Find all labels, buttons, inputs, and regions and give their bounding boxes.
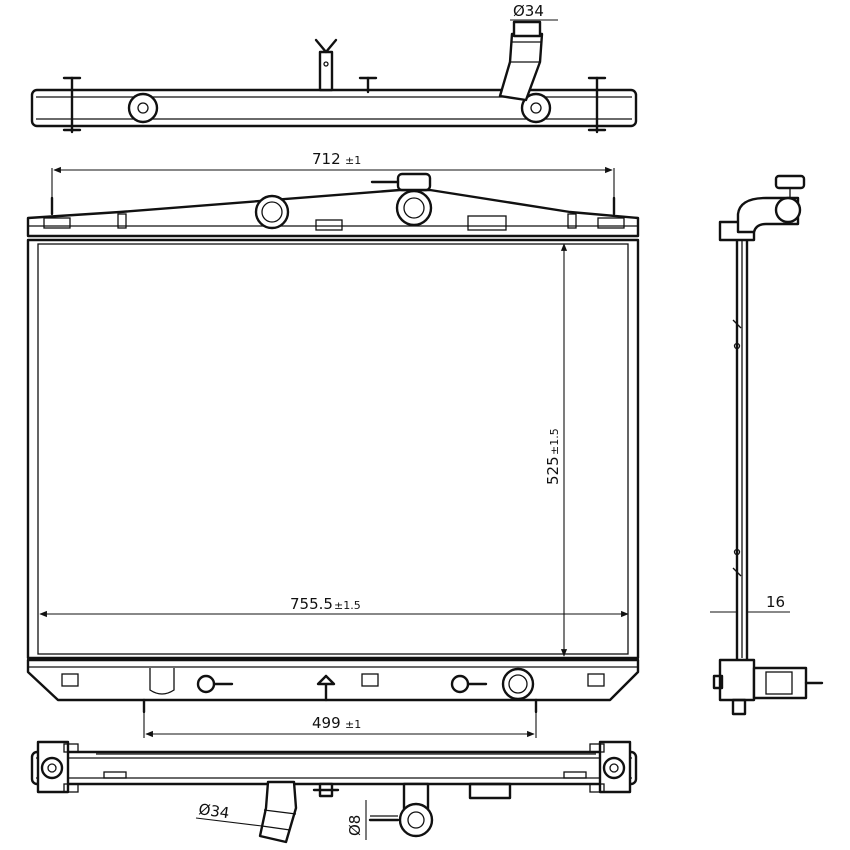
- mount-spacing-tolerance: ±1: [345, 718, 361, 731]
- width-top-tolerance: ±1: [345, 154, 361, 167]
- top-bracket-mid: [358, 76, 378, 94]
- dimension-bottom-diameter: Ø34: [195, 800, 263, 827]
- dimension-drain-diameter: Ø8: [346, 800, 367, 840]
- bottom-center-mount: [316, 674, 336, 702]
- top-view: Ø34: [30, 2, 638, 134]
- pipe-top-diameter-label: Ø34: [513, 2, 544, 20]
- pipe-bottom-diameter-label: Ø34: [197, 800, 230, 822]
- top-grommet-left: [127, 92, 159, 124]
- width-core-tolerance: ±1.5: [334, 599, 361, 612]
- bottom-end-mount-left: [36, 740, 79, 794]
- top-grommet-right: [520, 92, 552, 124]
- outlet-pipe-front: [501, 667, 535, 701]
- side-bottom-pipe: [752, 666, 824, 700]
- side-view: [712, 174, 824, 716]
- dimension-525: 525 ±1.5: [544, 243, 568, 657]
- dimension-755-5: 755.5 ±1.5: [39, 595, 629, 618]
- width-core-value: 755.5: [290, 595, 333, 613]
- top-cap-stem: [314, 38, 338, 92]
- top-inlet-pipe: [498, 20, 544, 102]
- side-top-pipe: [736, 174, 806, 234]
- depth-value: 16: [766, 593, 785, 611]
- dimension-499: 499 ±1: [143, 712, 537, 738]
- filler-cap: [254, 172, 433, 230]
- mount-spacing-value: 499: [312, 714, 341, 732]
- top-bracket-right: [587, 76, 607, 134]
- drain-plug: [196, 674, 488, 694]
- bottom-center-stud: [312, 782, 340, 798]
- front-view: [26, 172, 640, 714]
- dimension-712: 712 ±1: [51, 150, 615, 198]
- bottom-outlet-pipe: [258, 780, 298, 844]
- top-bracket-left: [62, 76, 82, 134]
- width-top-value: 712: [312, 150, 341, 168]
- bottom-end-mount-right: [589, 740, 632, 794]
- bottom-drain-boss: [368, 782, 434, 838]
- bottom-view: [30, 740, 638, 844]
- drain-diameter-label: Ø8: [346, 815, 364, 836]
- dimension-16: 16: [710, 593, 790, 613]
- radiator-core: [26, 238, 640, 660]
- height-tolerance: ±1.5: [548, 428, 561, 455]
- height-value: 525: [544, 456, 562, 485]
